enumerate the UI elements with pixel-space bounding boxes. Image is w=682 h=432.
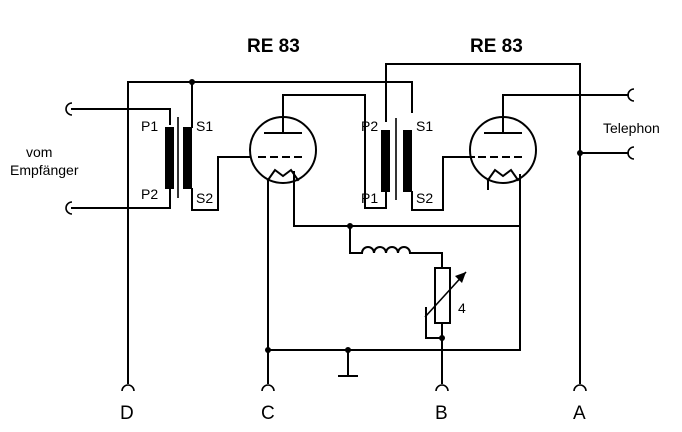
t1-p1-label: P1 [141,118,158,134]
t2-s2-label: S2 [416,190,433,206]
input-label-line1: vom [26,144,52,160]
output-label: Telephon [603,120,660,136]
tube2-title: RE 83 [470,36,523,57]
terminal-a[interactable]: A [573,384,587,424]
output-terminal-bottom[interactable] [577,146,635,160]
output-terminal-top[interactable] [627,88,635,102]
terminal-a-label: A [573,403,586,424]
resistor-label: 4 [458,300,466,316]
transformer1 [165,114,251,211]
input-label-line2: Empfänger [10,162,79,178]
ground-rail [265,347,358,377]
input-terminal-bottom[interactable] [65,182,171,215]
t2-s1-label: S1 [416,118,433,134]
t1-s1-label: S1 [196,118,213,134]
choke-resistor-branch [347,223,467,384]
tube1-title: RE 83 [247,36,300,57]
t2-p2-label: P2 [361,118,378,134]
terminal-d-label: D [120,403,134,424]
tube2 [267,94,629,351]
input-terminal-top[interactable] [65,102,171,125]
terminal-c[interactable]: C [261,384,275,424]
tube1 [249,94,521,384]
t1-p2-label: P2 [141,186,158,202]
terminal-b[interactable]: B [435,384,449,424]
terminal-c-label: C [261,403,275,424]
terminal-b-label: B [435,403,448,424]
top-wires [127,63,581,384]
t1-s2-label: S2 [196,190,213,206]
t2-p1-label: P1 [361,190,378,206]
transformer2 [381,118,475,211]
terminal-d[interactable]: D [120,384,135,424]
